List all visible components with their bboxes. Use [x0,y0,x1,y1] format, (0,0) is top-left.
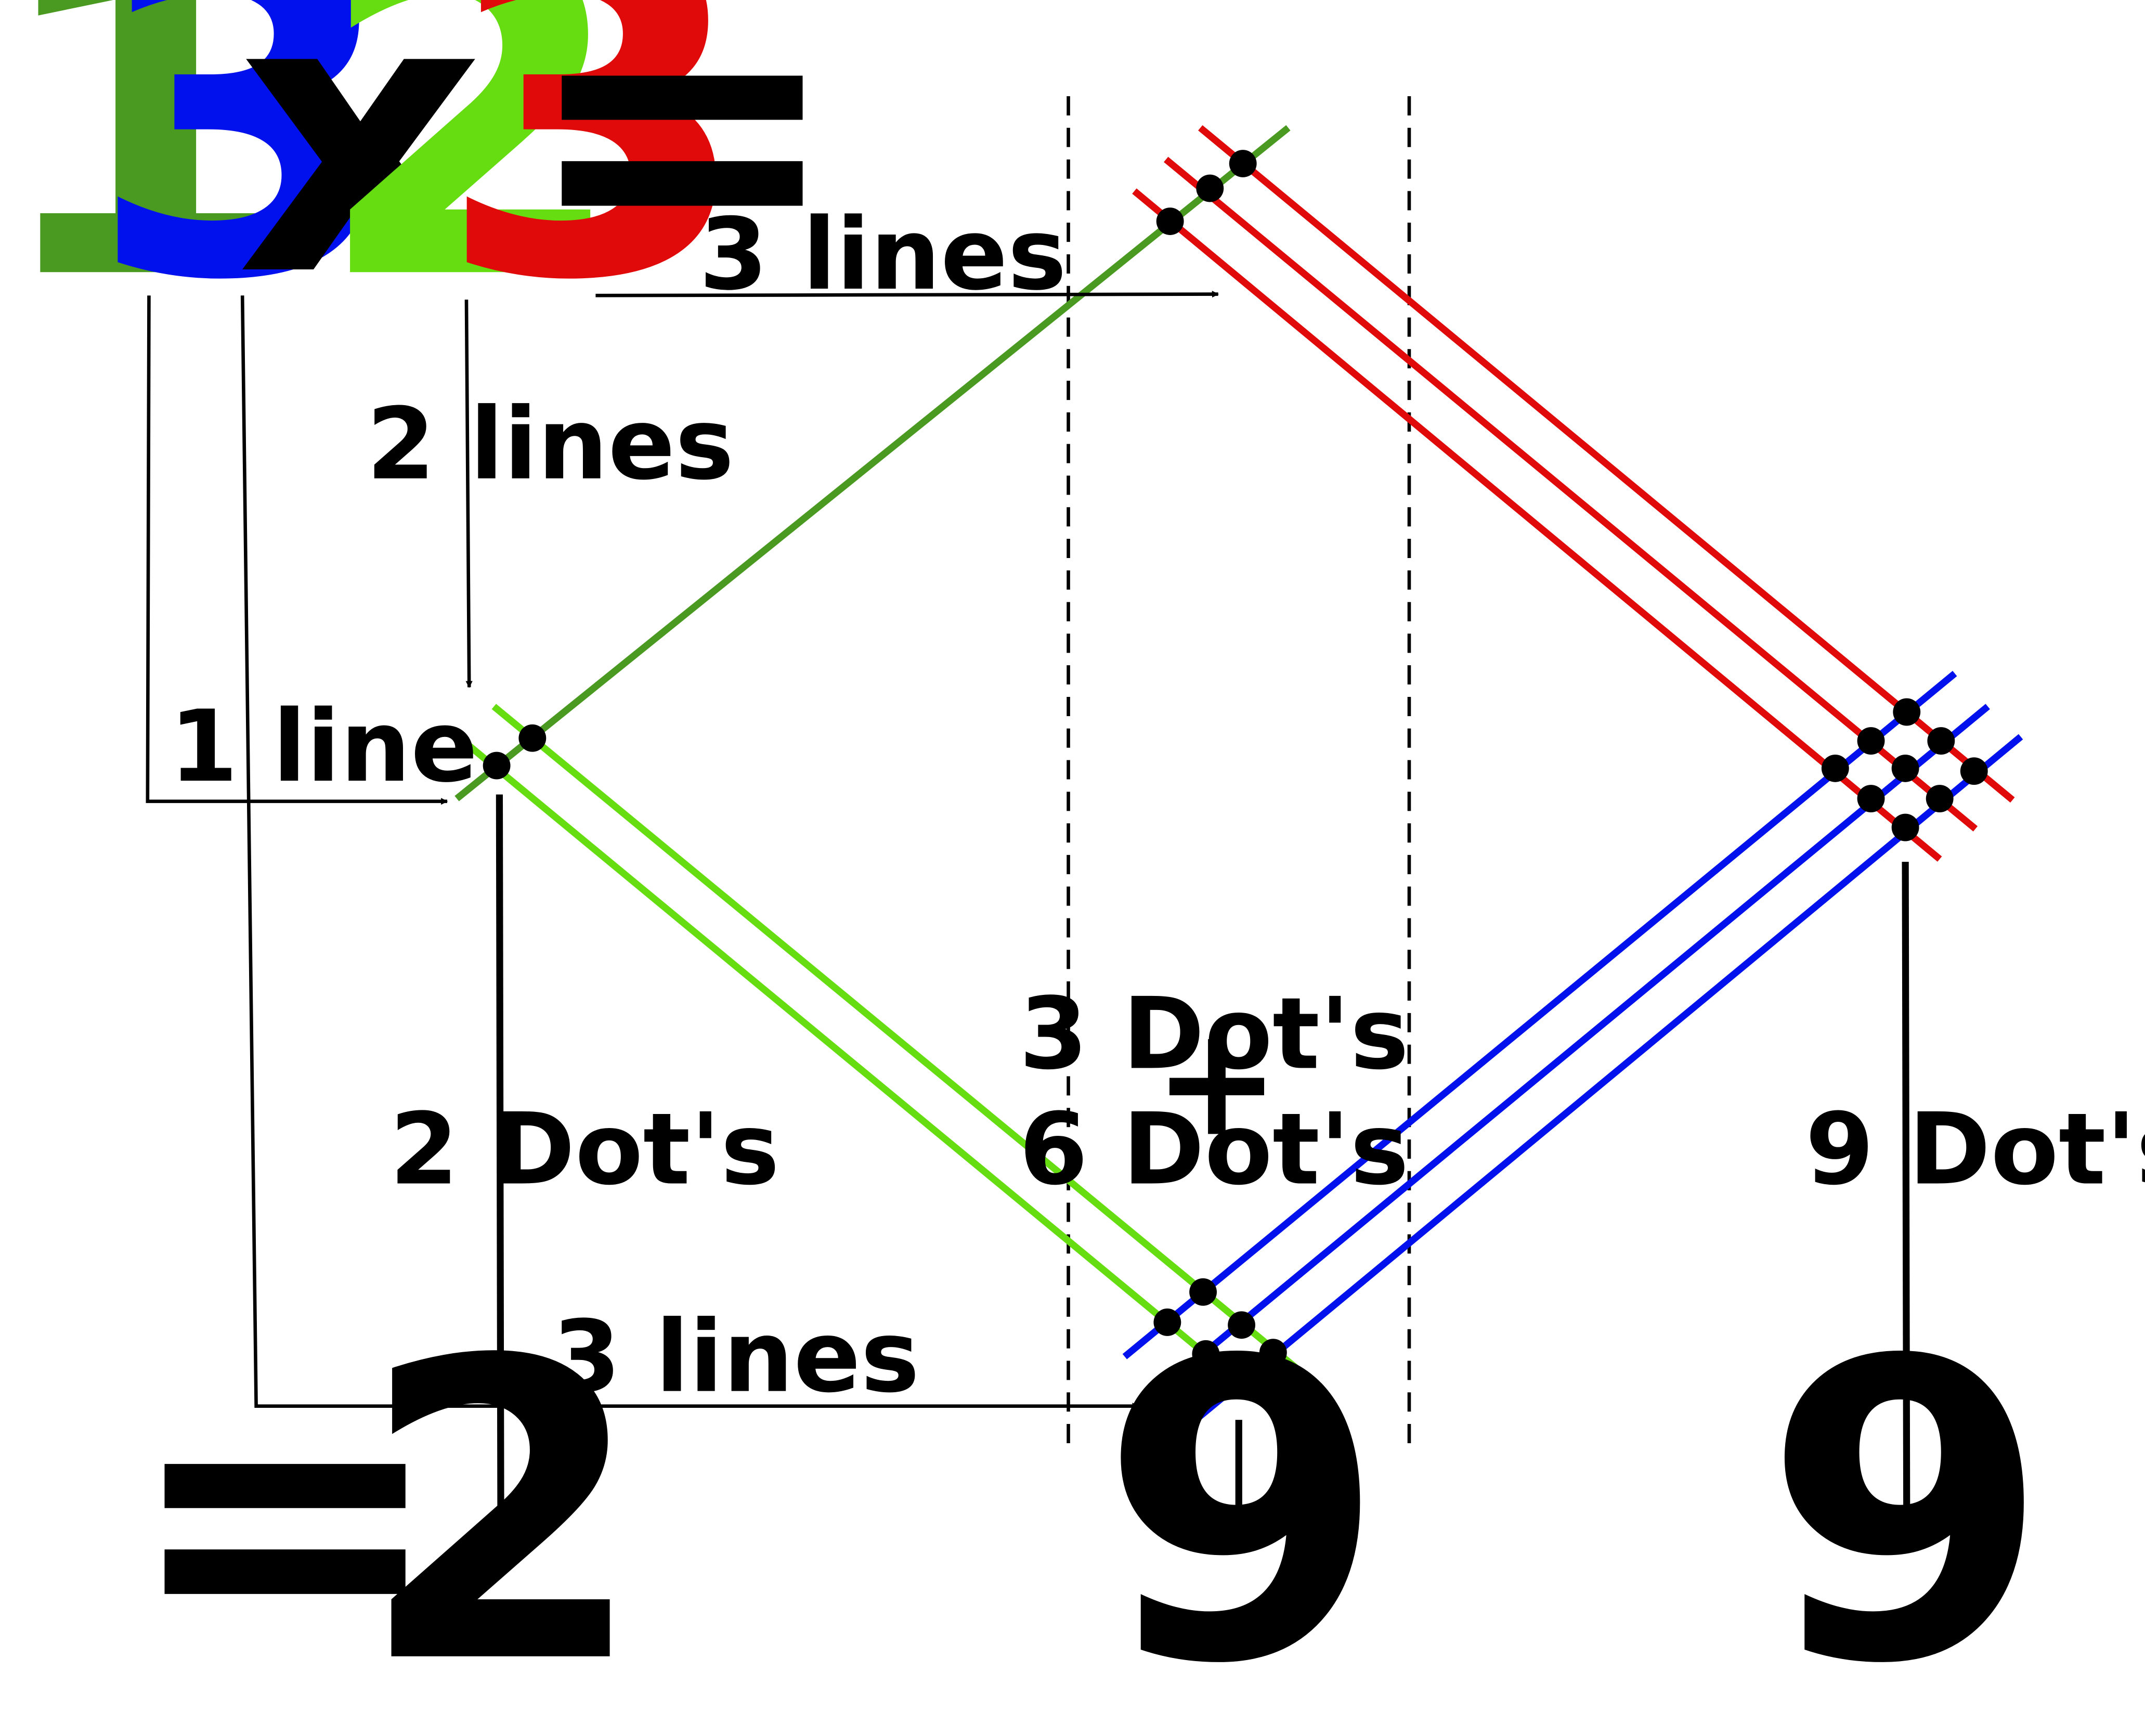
intersection-dot [483,752,511,780]
light-green-line-2 [491,704,1318,1387]
intersection-dot [1228,1311,1256,1339]
intersection-dot [1225,1369,1253,1397]
blue-line-3 [1197,734,2023,1420]
intersection-dot [1927,727,1955,755]
label-plus: + [1153,993,1280,1170]
label-6-dots: 6 Dot's [1019,1092,1409,1207]
arrow-3-to-blue [240,295,1139,1410]
intersection-dot [1196,174,1224,202]
equation-digit-3-red: 3 [436,0,752,379]
intersection-dot [1891,813,1919,841]
intersection-dot [1229,150,1257,177]
intersection-dot [1189,1278,1217,1306]
intersection-dot [518,724,547,752]
intersection-dot [1857,727,1885,755]
label-2-dots: 2 Dot's [389,1092,779,1207]
intersection-dot [1857,785,1885,812]
equation-digit-3-blue: 3 [87,0,403,379]
intersection-dot [1821,754,1849,782]
arrow-2-to-light-green [464,300,473,688]
equation-digit-1: 1 [0,0,303,379]
equation-digit-2: 2 [314,0,630,379]
arrow-left-result [496,794,504,1524]
red-line-3 [1198,125,2015,803]
intersection-dot [1893,698,1921,726]
intersection-dot [1960,757,1988,785]
arrow-1-to-dark-green [146,295,448,805]
intersection-dot [1891,754,1919,782]
label-9-dots: 9 Dot's [1805,1092,2145,1207]
result-digit-right: 9 [1763,1274,2050,1736]
dark-green-line [454,125,1291,801]
red-line-2 [1164,157,1978,832]
blue-line-2 [1161,704,1990,1390]
light-green-line-1 [456,734,1282,1419]
result-digit-left: 2 [359,1274,646,1736]
arrow-3-to-red [595,291,1219,298]
equation-times-sign: x [237,0,485,360]
blue-line-1 [1122,670,1957,1359]
intersection-dot [1156,208,1184,235]
result-equals-sign: = [124,1292,446,1736]
arrow-right-result [1902,862,1910,1524]
label-3-lines-top: 3 lines [699,197,1067,312]
label-2-lines: 2 lines [367,386,734,502]
intersection-dot [1259,1339,1287,1367]
intersection-dot [1153,1309,1181,1336]
label-3-lines-bottom: 3 lines [552,1299,920,1415]
red-line-1 [1132,188,1942,862]
intersection-dot [1192,1340,1220,1368]
label-1-line: 1 line [169,689,478,804]
result-digit-middle: 9 [1099,1274,1386,1736]
intersection-dot [1926,785,1954,812]
label-3-dots: 3 Dot's [1019,976,1409,1092]
